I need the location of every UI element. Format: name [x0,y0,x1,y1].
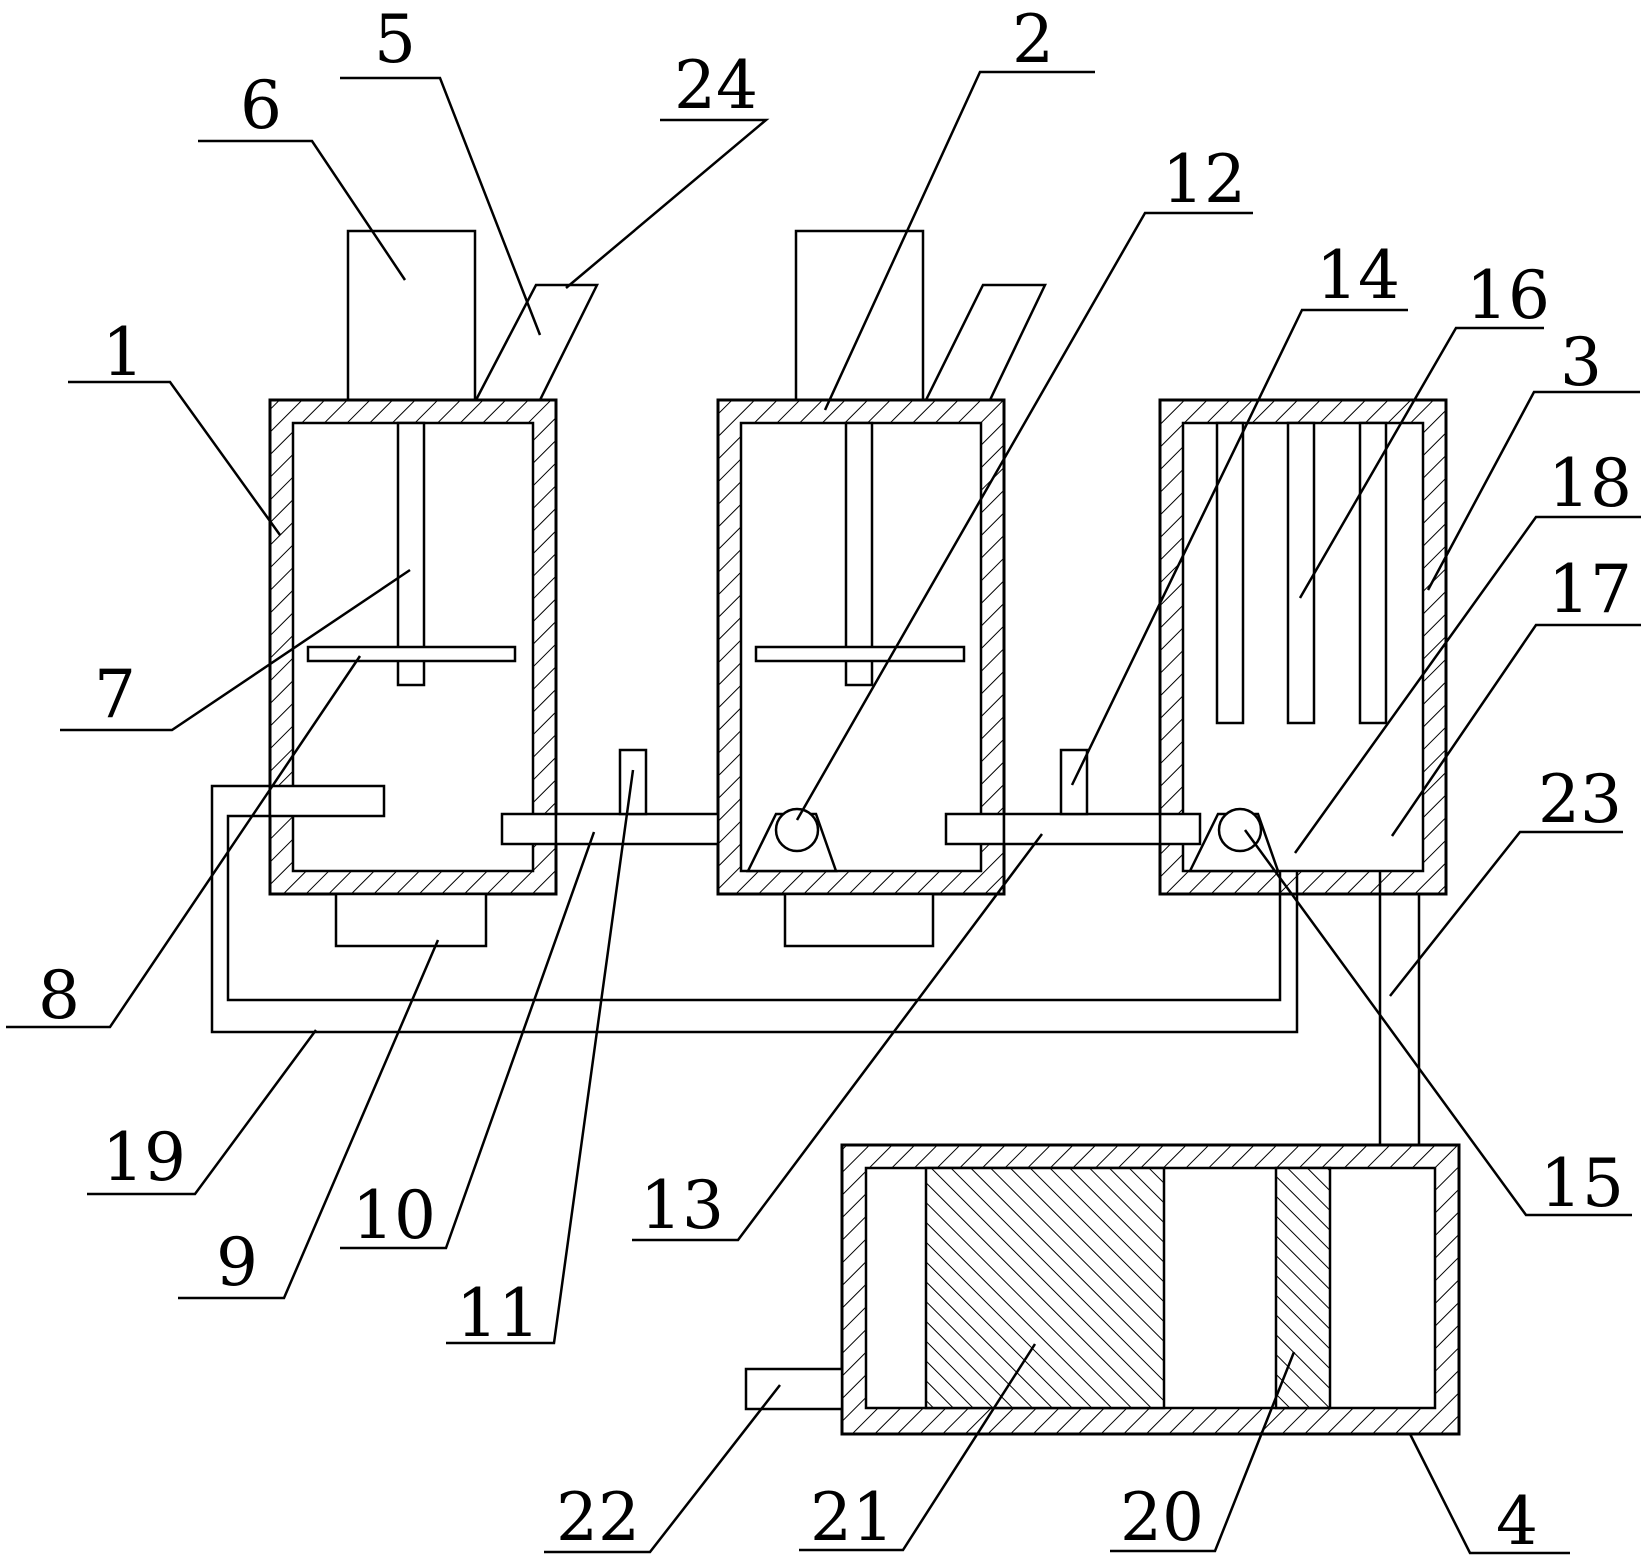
leader-24 [565,118,770,289]
leader-12 [795,211,1253,821]
leader-3 [1426,390,1640,591]
leader-21 [799,1343,1037,1552]
leader-5 [340,76,542,336]
label-24: 24 [674,47,758,124]
label-2: 2 [1012,1,1054,78]
small-filter-layer [1274,1166,1332,1410]
leader-15 [1243,829,1632,1217]
leader-20 [1110,1351,1296,1553]
label-17: 17 [1548,551,1632,628]
leader-22 [544,1384,781,1554]
pipe-1-to-2-valve [618,748,648,816]
label-13: 13 [640,1167,724,1244]
leader-16 [1298,326,1544,599]
label-20: 20 [1120,1479,1204,1556]
leader-17 [1390,623,1641,837]
return-pipe-outer [210,784,1299,1034]
tank-1-outlet-stub [500,812,558,846]
tank-3-inlet-stub [1158,812,1202,846]
leader-1 [68,380,282,536]
tank-3 [1158,398,1448,896]
leader-23 [1389,830,1623,997]
leader-4 [1408,1433,1570,1555]
label-10: 10 [352,1177,436,1254]
label-6: 6 [240,67,282,144]
treatment-box-outlet [744,1367,844,1411]
tank-3-filter-plate-1 [1215,421,1245,725]
leader-18 [1293,515,1641,854]
label-23: 23 [1538,761,1622,838]
label-15: 15 [1540,1145,1624,1222]
leader-10 [340,831,596,1250]
label-14: 14 [1316,237,1400,314]
tank-2-base-heater [783,892,935,948]
tank-1-motor [346,229,477,402]
leader-7 [60,568,411,732]
label-19: 19 [102,1119,186,1196]
tank-1-base-heater [334,892,488,948]
pipe-1-to-2 [554,812,720,846]
label-16: 16 [1466,257,1550,334]
label-4: 4 [1496,1483,1538,1560]
leader-11 [446,769,635,1345]
label-1: 1 [102,314,144,391]
label-7: 7 [94,656,136,733]
leader-8 [6,655,362,1029]
leader-14 [1070,308,1408,786]
label-21: 21 [810,1479,894,1556]
tank-1-feed-inlet [473,283,600,402]
label-22: 22 [556,1479,640,1556]
tank-3-filter-plate-3 [1358,421,1388,725]
label-9: 9 [216,1224,258,1301]
tank-3-filter-plate-2 [1286,421,1316,725]
label-12: 12 [1162,141,1246,218]
label-18: 18 [1548,445,1632,522]
label-3: 3 [1560,324,1602,401]
tank-2-outlet-stub [944,812,1006,846]
tank-2-stirring-shaft [844,421,874,687]
tank-1-stirring-shaft [396,421,426,687]
label-8: 8 [38,957,80,1034]
large-filter-layer [924,1166,1166,1410]
tank-3-pump [1217,807,1263,853]
return-pipe [210,784,1299,1034]
discharge-pipe [1378,871,1421,1145]
connecting-pipes [554,748,1162,846]
label-11: 11 [456,1275,540,1352]
tank-2-motor [794,229,925,402]
return-pipe-inner [226,814,1282,1002]
leader-lines [6,70,1641,1555]
leader-13 [632,833,1044,1242]
treatment-box [744,1143,1461,1436]
tank-2-feed-inlet [923,283,1047,402]
tank-2 [716,229,1047,948]
leader-19 [87,1029,318,1196]
leader-2 [823,70,1095,411]
pipe-2-to-3 [1002,812,1162,846]
leader-9 [178,939,440,1300]
tank-1 [268,229,600,948]
tank-1-return-nozzle [268,784,386,818]
leader-6 [198,139,407,281]
reference-numerals: 1 2 3 4 5 6 7 8 9 10 11 12 13 14 15 16 1… [38,1,1632,1560]
tank-1-stirring-blade [306,645,517,663]
tank-2-stirring-blade [754,645,966,663]
tank-2-pump [774,807,820,853]
label-5: 5 [374,1,416,78]
